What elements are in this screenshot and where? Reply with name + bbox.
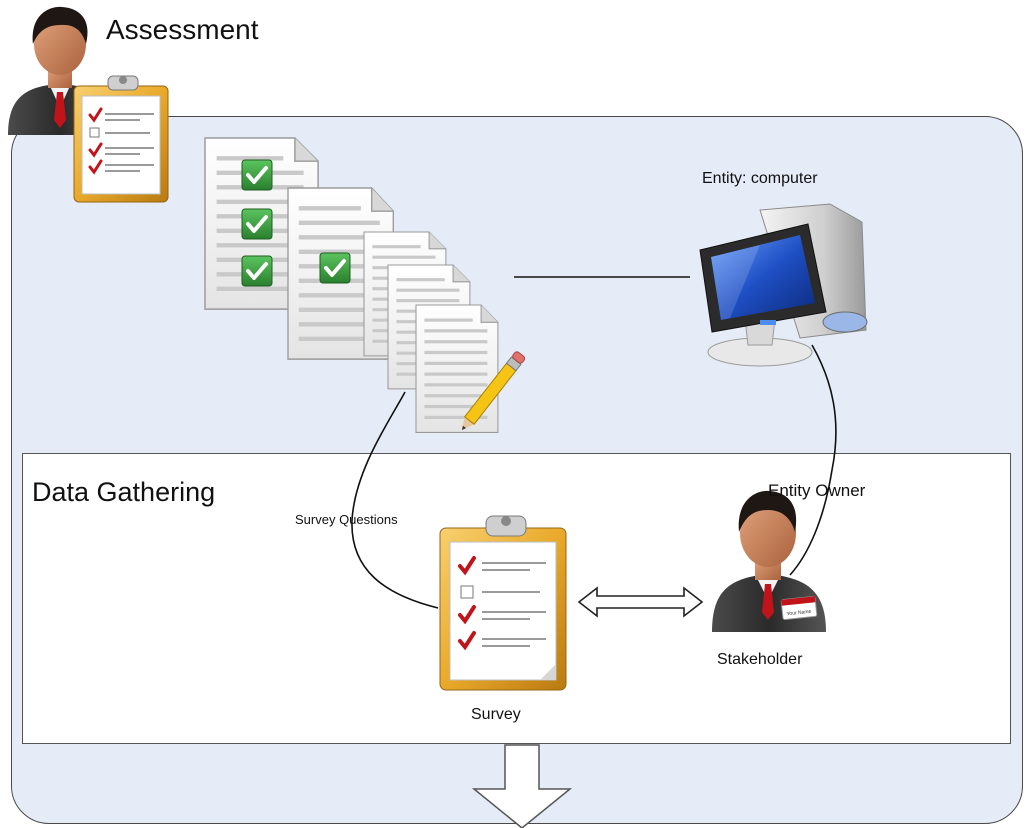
down-arrow-icon — [471, 744, 573, 828]
stakeholder-icon: Your Name — [712, 490, 826, 632]
stakeholder-label: Stakeholder — [717, 651, 803, 668]
survey-clipboard-icon — [439, 515, 567, 691]
survey-questions-connector — [351, 391, 439, 609]
assessor-clipboard-icon — [8, 6, 169, 203]
pencil-icon — [462, 351, 526, 430]
entity-owner-label: Entity Owner — [768, 481, 866, 500]
data-gathering-title: Data Gathering — [32, 477, 216, 507]
double-arrow-icon — [577, 586, 704, 618]
document-stack-icon — [205, 138, 500, 435]
computer-icon — [699, 203, 868, 367]
name-badge-text: Your Name — [786, 609, 812, 618]
survey-questions-label: Survey Questions — [295, 512, 398, 527]
survey-label: Survey — [471, 706, 521, 723]
entity-owner-connector — [789, 344, 837, 576]
assessment-title: Assessment — [106, 14, 259, 45]
entity-label: Entity: computer — [702, 170, 818, 187]
